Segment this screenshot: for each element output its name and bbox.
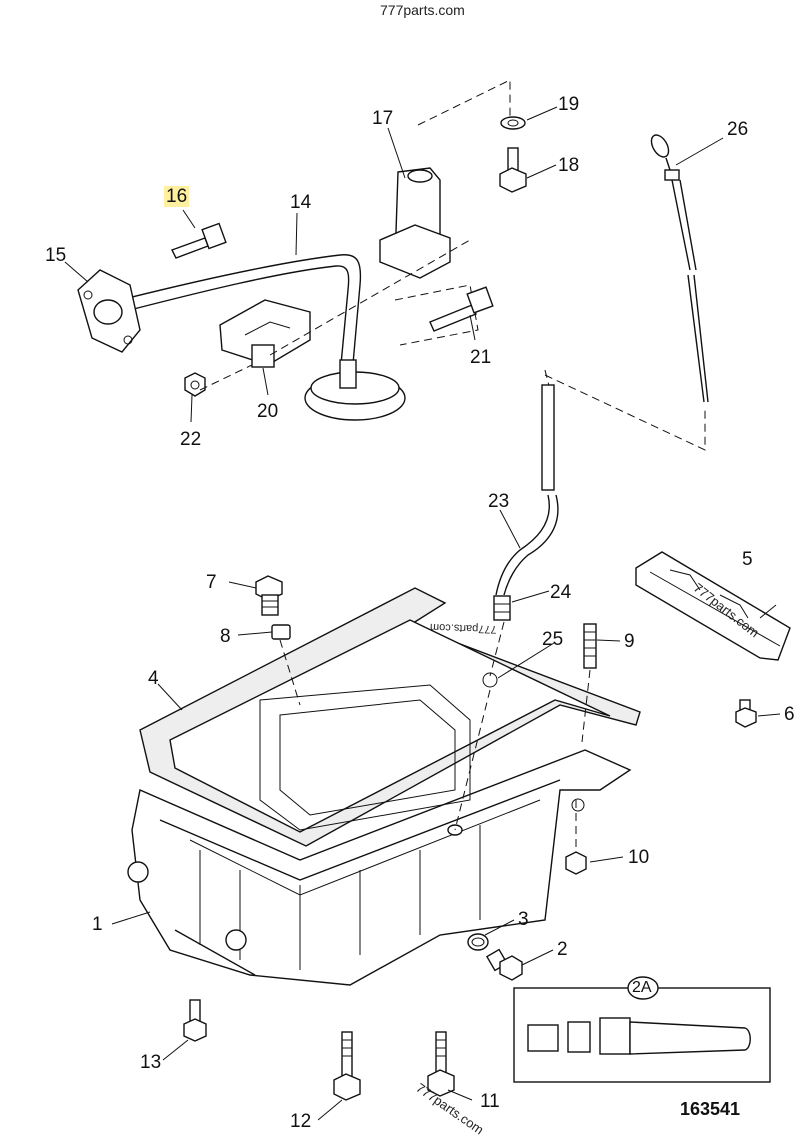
bolt-21 (429, 286, 494, 332)
oil-pickup-pipe (119, 254, 406, 421)
bolt-18 (499, 147, 527, 193)
callout-24: 24 (550, 582, 572, 603)
callout-16-highlighted: 16 (164, 186, 190, 207)
dipstick-tube-23 (495, 384, 559, 596)
callout-6: 6 (784, 704, 795, 725)
gasket-4 (139, 587, 641, 847)
bolt-11 (427, 1031, 455, 1097)
washer-8 (271, 624, 291, 640)
callout-9: 9 (624, 631, 635, 652)
bracket-20 (219, 299, 311, 368)
callout-26: 26 (727, 119, 749, 140)
dipstick-26 (650, 134, 709, 403)
washer-19 (500, 116, 526, 130)
leader-lines (64, 106, 781, 1121)
callout-23: 23 (488, 491, 510, 512)
callout-21: 21 (470, 347, 492, 368)
detail-2a-box (513, 976, 771, 1083)
callout-17: 17 (372, 108, 394, 129)
bolt-16 (171, 222, 227, 259)
callout-11: 11 (480, 1091, 500, 1112)
callout-10: 10 (628, 847, 650, 868)
bolt-13 (183, 999, 207, 1042)
callout-5: 5 (742, 549, 753, 570)
stud-9 (583, 623, 597, 669)
callout-13: 13 (140, 1052, 162, 1073)
nut-22 (184, 372, 206, 397)
plug-7 (255, 575, 283, 616)
callout-7: 7 (206, 572, 217, 593)
o-ring-3 (467, 933, 489, 951)
callout-8: 8 (220, 626, 231, 647)
callout-14: 14 (290, 192, 312, 213)
pipe-flange (77, 269, 141, 353)
fitting-24 (493, 595, 511, 621)
watermark-center: 777parts.com (429, 620, 497, 636)
bolt-6 (735, 699, 757, 728)
callout-3: 3 (518, 909, 529, 930)
drain-plug-2 (485, 948, 523, 981)
callout-18: 18 (558, 155, 580, 176)
bolt-12 (333, 1031, 361, 1101)
bracket-17 (379, 167, 451, 279)
callout-2: 2 (557, 939, 568, 960)
callout-19: 19 (558, 94, 580, 115)
callout-20: 20 (257, 401, 279, 422)
nut-10 (565, 851, 587, 875)
callout-2a: 2A (632, 979, 652, 996)
callout-15: 15 (45, 245, 67, 266)
callout-25: 25 (542, 629, 564, 650)
baffle-rail-5 (635, 551, 791, 661)
drawing-number: 163541 (680, 1099, 741, 1119)
callout-1: 1 (92, 914, 103, 935)
callout-12: 12 (290, 1111, 312, 1132)
watermark-top: 777parts.com (380, 2, 465, 18)
callout-22: 22 (180, 429, 202, 450)
callout-4: 4 (148, 668, 159, 689)
